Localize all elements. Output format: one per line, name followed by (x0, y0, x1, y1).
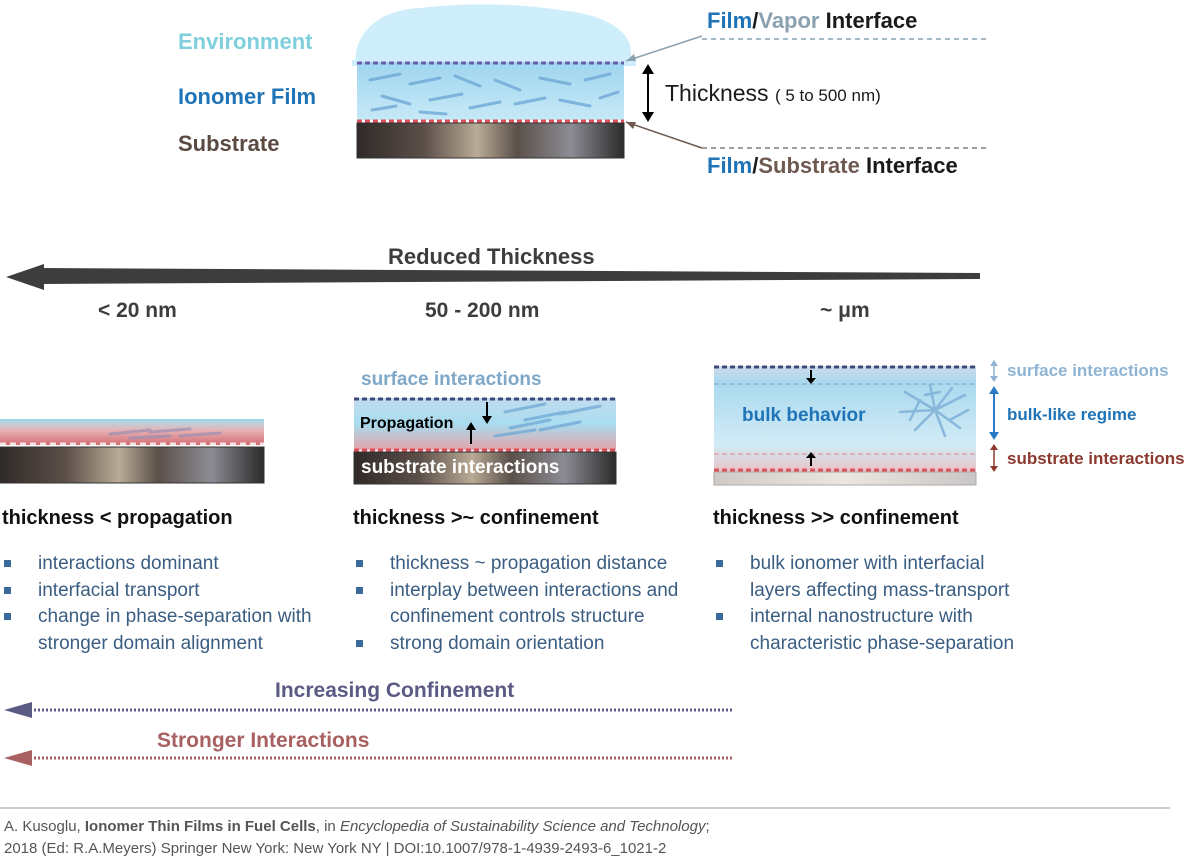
list-item: internal nanostructure with characterist… (712, 604, 1022, 657)
mid-film-domains (493, 402, 602, 438)
thin-film-domains (108, 427, 222, 440)
list-item: thickness ~ propagation distance (352, 551, 692, 578)
thin-substrate (0, 446, 265, 484)
reduced-thickness-arrow (40, 268, 980, 284)
citation-line-2: 2018 (Ed: R.A.Meyers) Springer New York:… (4, 840, 667, 857)
ionomer-film-label: Ionomer Film (178, 84, 317, 109)
vapor-leader (625, 35, 703, 62)
list-item: change in phase-separation with stronger… (0, 604, 330, 657)
citation-book: Encyclopedia of Sustainability Science a… (339, 818, 706, 835)
interactions-arrowhead (4, 750, 32, 766)
thickness-range: ( 5 to 500 nm) (774, 86, 881, 105)
iface2-slash: / (752, 153, 759, 178)
thickness-word: Thickness (665, 80, 769, 106)
regime-3-range: ~ μm (820, 299, 870, 322)
list-item: interactions dominant (0, 551, 330, 578)
mid-substrate (353, 451, 617, 485)
film-domains (368, 72, 620, 116)
regime-1-heading: thickness < propagation (2, 507, 233, 529)
increasing-confinement-label: Increasing Confinement (275, 679, 515, 702)
regime-1-range: < 20 nm (98, 299, 177, 322)
bulk-substrate (713, 471, 977, 486)
reduced-thickness-label: Reduced Thickness (388, 244, 595, 269)
list-item: interplay between interactions and confi… (352, 578, 692, 631)
regime-3-bullets: bulk ionomer with interfacial layers aff… (712, 551, 1022, 657)
citation: A. Kusoglu, Ionomer Thin Films in Fuel C… (4, 816, 710, 860)
film-vapor-interface-label: Film/Vapor Interface (707, 8, 917, 34)
side-substrate-interactions: substrate interactions (1007, 449, 1185, 468)
regime-3-heading: thickness >> confinement (713, 507, 959, 529)
list-item: bulk ionomer with interfacial layers aff… (712, 551, 1022, 604)
citation-line-1: A. Kusoglu, Ionomer Thin Films in Fuel C… (4, 816, 710, 838)
propagation-label: Propagation (360, 415, 454, 432)
stronger-interactions-label: Stronger Interactions (157, 729, 370, 752)
regime-2-heading: thickness >~ confinement (353, 507, 599, 529)
film-substrate-interface-label: Film/Substrate Interface (707, 153, 958, 179)
iface-vapor-word: Vapor (758, 8, 820, 33)
list-item: strong domain orientation (352, 631, 692, 658)
bulk-nanostructure (898, 383, 970, 438)
iface-film-word: Film (707, 8, 753, 33)
iface2-interface-word: Interface (865, 153, 958, 178)
list-item: interfacial transport (0, 578, 330, 605)
environment-cloud (355, 4, 632, 66)
thickness-label: Thickness ( 5 to 500 nm) (665, 80, 881, 107)
bulk-behavior-label: bulk behavior (742, 405, 866, 426)
side-surface-interactions: surface interactions (1007, 361, 1169, 380)
regime-2-bullets: thickness ~ propagation distance interpl… (352, 551, 692, 657)
iface-slash: / (752, 8, 759, 33)
ionomer-film (357, 62, 624, 120)
iface2-substrate-word: Substrate (758, 153, 860, 178)
mid-substrate-interactions-label: substrate interactions (361, 457, 560, 478)
iface2-film-word: Film (707, 153, 753, 178)
substrate-leader (625, 121, 703, 149)
citation-title: Ionomer Thin Films in Fuel Cells (84, 818, 316, 835)
citation-in: , in (315, 818, 340, 835)
confinement-arrowhead (4, 702, 32, 718)
environment-label: Environment (178, 29, 313, 54)
propagation-arrows (470, 402, 488, 444)
regime-2-range: 50 - 200 nm (425, 299, 540, 322)
substrate-label: Substrate (178, 131, 280, 156)
side-bulk-like-regime: bulk-like regime (1007, 405, 1137, 424)
mid-surface-interactions-label: surface interactions (361, 369, 542, 390)
citation-end: ; (705, 818, 710, 835)
substrate (356, 122, 625, 159)
regime-1-bullets: interactions dominant interfacial transp… (0, 551, 330, 657)
iface-interface-word: Interface (825, 8, 918, 33)
citation-author: A. Kusoglu, (4, 818, 85, 835)
